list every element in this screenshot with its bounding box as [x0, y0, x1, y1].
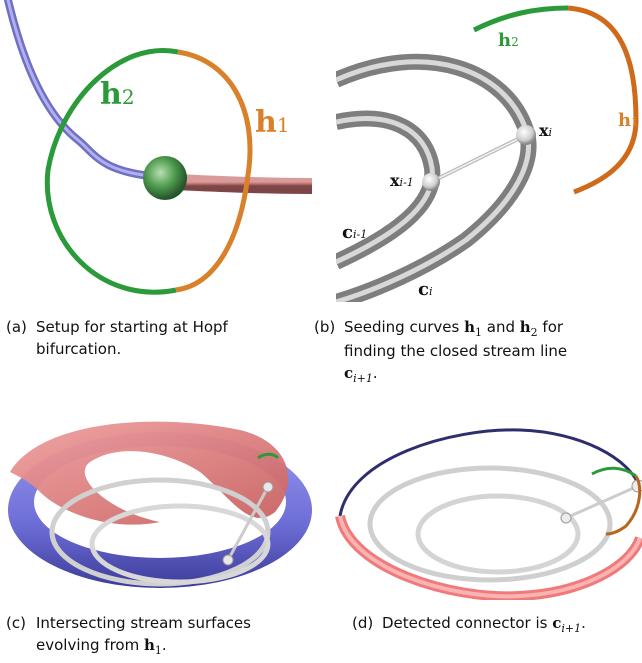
green-curve-h2 [44, 48, 179, 295]
gray-stream-line-outer [49, 477, 271, 587]
caption-c: (c) Intersecting stream surfaces evolvin… [6, 612, 306, 657]
pink-surface-band [335, 514, 642, 600]
caption-b-text: Seeding curves h1 and h2 for finding the… [344, 318, 568, 385]
figure-panel-d [330, 418, 642, 600]
caption-b-label: (b) [314, 318, 336, 336]
dark-surface-rim [338, 428, 642, 517]
label-h2: h2 [100, 77, 135, 112]
orange-curve-h1 [175, 49, 253, 293]
caption-d: (d) Detected connector is ci+1. [352, 612, 638, 635]
caption-c-label: (c) [6, 614, 26, 632]
detected-connector-illustration [335, 428, 642, 600]
green-curve-h2 [472, 5, 569, 33]
label-h2: h2 [498, 30, 519, 51]
label-h1: h1 [255, 105, 290, 140]
orange-curve-h1 [605, 475, 642, 536]
gray-stream-line-outer [367, 465, 613, 583]
gray-stream-line-inner [89, 503, 271, 585]
caption-a-label: (a) [6, 318, 27, 336]
point-xi-1 [422, 173, 440, 191]
label-xi-1: xi-1 [390, 171, 414, 190]
caption-b: (b) Seeding curves h1 and h2 for finding… [314, 316, 640, 386]
label-ci: ci [418, 279, 433, 300]
caption-d-label: (d) [352, 614, 374, 632]
orange-curve-h1 [567, 5, 639, 195]
stream-surfaces-illustration [8, 421, 312, 588]
figure-panel-c [0, 402, 318, 594]
caption-c-text: Intersecting stream surfaces evolving fr… [36, 614, 251, 657]
label-xi: xi [539, 121, 552, 140]
label-h1: h1 [618, 110, 639, 131]
red-stream-line [174, 174, 312, 194]
gray-stream-line-inner [415, 493, 581, 575]
caption-d-text: Detected connector is ci+1. [382, 614, 586, 635]
figure-panel-b: h2 h1 xi xi-1 ci-1 ci [336, 0, 642, 302]
point-xi [516, 125, 536, 145]
caption-a-text: Setup for starting at Hopf bifurcation. [36, 318, 228, 358]
seeding-curves-illustration: h2 h1 xi xi-1 ci-1 ci [336, 5, 639, 302]
caption-a: (a) Setup for starting at Hopf bifurcati… [6, 316, 306, 360]
critical-point-sphere [143, 156, 187, 200]
figure-panel-a: h2 h1 [0, 0, 312, 302]
label-ci-1: ci-1 [342, 222, 367, 243]
connector-point [560, 512, 572, 524]
green-curve-h2 [591, 466, 637, 478]
hopf-setup-illustration: h2 h1 [4, 0, 312, 295]
